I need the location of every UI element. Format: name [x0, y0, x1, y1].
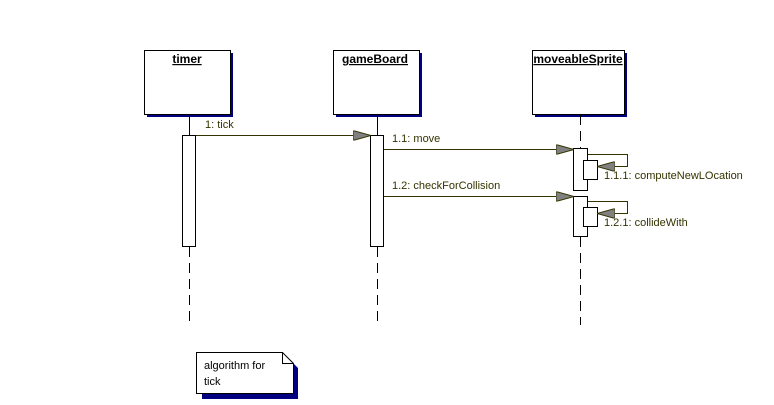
- activation-timer[interactable]: [182, 135, 196, 247]
- message-computeNewLOcation[interactable]: 1.1.1: computeNewLOcation: [588, 154, 743, 183]
- object-timer-name: timer: [172, 52, 202, 66]
- note-box[interactable]: [196, 352, 294, 394]
- message-collideWith-arrow[interactable]: [588, 201, 628, 214]
- object-moveableSprite-name: moveableSprite: [533, 52, 623, 66]
- message-checkForCollision-label: 1.2: checkForCollision: [392, 180, 500, 192]
- message-tick-label: 1: tick: [205, 119, 234, 131]
- message-collideWith-label: 1.2.1: collideWith: [604, 217, 688, 229]
- note-line-1: algorithm for: [204, 360, 265, 372]
- message-checkForCollision[interactable]: 1.2: checkForCollision: [384, 180, 573, 197]
- note-fold-corner: [282, 352, 294, 364]
- object-moveableSprite-box[interactable]: [532, 50, 625, 115]
- object-gameBoard-name: gameBoard: [342, 52, 408, 66]
- note-algorithm-for-tick[interactable]: algorithm for tick: [196, 352, 299, 400]
- note-line-2: tick: [204, 376, 221, 388]
- message-tick[interactable]: 1: tick: [196, 119, 370, 136]
- object-timer-box[interactable]: [144, 50, 231, 115]
- message-computeNewLOcation-arrow[interactable]: [588, 154, 628, 167]
- object-gameBoard[interactable]: gameBoard: [333, 50, 423, 118]
- activation-gameBoard[interactable]: [370, 135, 384, 247]
- object-moveableSprite[interactable]: moveableSprite: [532, 50, 628, 118]
- message-collideWith[interactable]: 1.2.1: collideWith: [588, 201, 688, 230]
- object-timer[interactable]: timer: [144, 50, 234, 118]
- object-gameBoard-box[interactable]: [333, 50, 420, 115]
- activation-moveableSprite-collideWith[interactable]: [583, 207, 598, 227]
- message-computeNewLOcation-label: 1.1.1: computeNewLOcation: [604, 170, 743, 182]
- message-move-label: 1.1: move: [392, 133, 440, 145]
- activation-moveableSprite-computeNewLOcation[interactable]: [583, 160, 598, 180]
- message-move[interactable]: 1.1: move: [384, 133, 573, 150]
